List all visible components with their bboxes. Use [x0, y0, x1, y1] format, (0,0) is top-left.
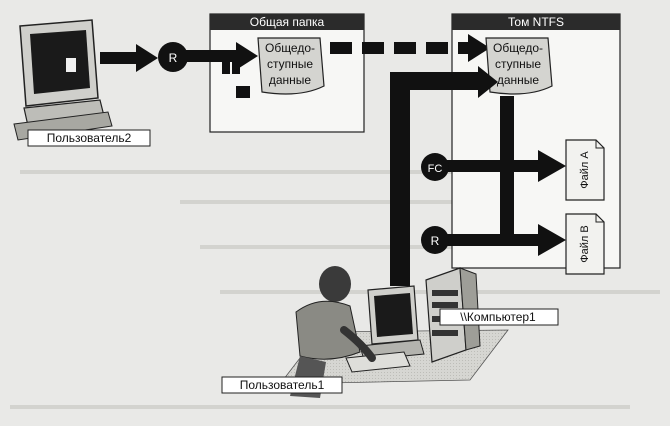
user2-label: Пользователь2 [47, 131, 132, 145]
shared-data-document: Общедо- ступные данные [236, 37, 325, 98]
ntfs-doc-line-2: ступные [495, 57, 541, 71]
ntfs-volume-title: Том NTFS [508, 15, 564, 29]
share-permission-r-badge: R [158, 42, 188, 72]
ntfs-doc-line-1: Общедо- [493, 41, 543, 55]
computer1-label: \\Компьютер1 [460, 310, 536, 324]
shared-doc-line-3: данные [269, 73, 312, 87]
arrow-user2-to-share [100, 44, 158, 72]
dashed-arrow-share-to-ntfs [330, 34, 490, 62]
file-b-label: Файл B [579, 225, 591, 262]
ntfs-permission-fc-badge: FC [421, 150, 566, 182]
arrow-r-to-shared-data [186, 42, 258, 74]
shared-doc-line-1: Общедо- [265, 41, 315, 55]
share-permission-r-text: R [169, 51, 178, 65]
ntfs-doc-line-3: данные [497, 73, 540, 87]
shared-folder-title: Общая папка [250, 15, 325, 29]
ntfs-permission-fc-text: FC [428, 163, 443, 175]
arrow-computer1-to-ntfs [390, 66, 498, 286]
file-b-document: Файл B [565, 213, 605, 275]
user1-label-box [221, 376, 343, 394]
file-a-document: Файл A [565, 139, 605, 201]
computer1-monitor-icon [345, 285, 425, 373]
ntfs-permission-r-text: R [431, 234, 440, 248]
user2-label-box [27, 129, 151, 147]
ntfs-data-document: Общедо- ступные данные [485, 37, 553, 95]
shared-doc-line-2: ступные [267, 57, 313, 71]
computer-user2-icon [13, 19, 113, 141]
user1-label: Пользователь1 [240, 378, 325, 392]
computer1-label-box [439, 308, 559, 326]
file-a-label: Файл A [579, 151, 591, 189]
ntfs-permission-r-badge: R [421, 224, 566, 256]
